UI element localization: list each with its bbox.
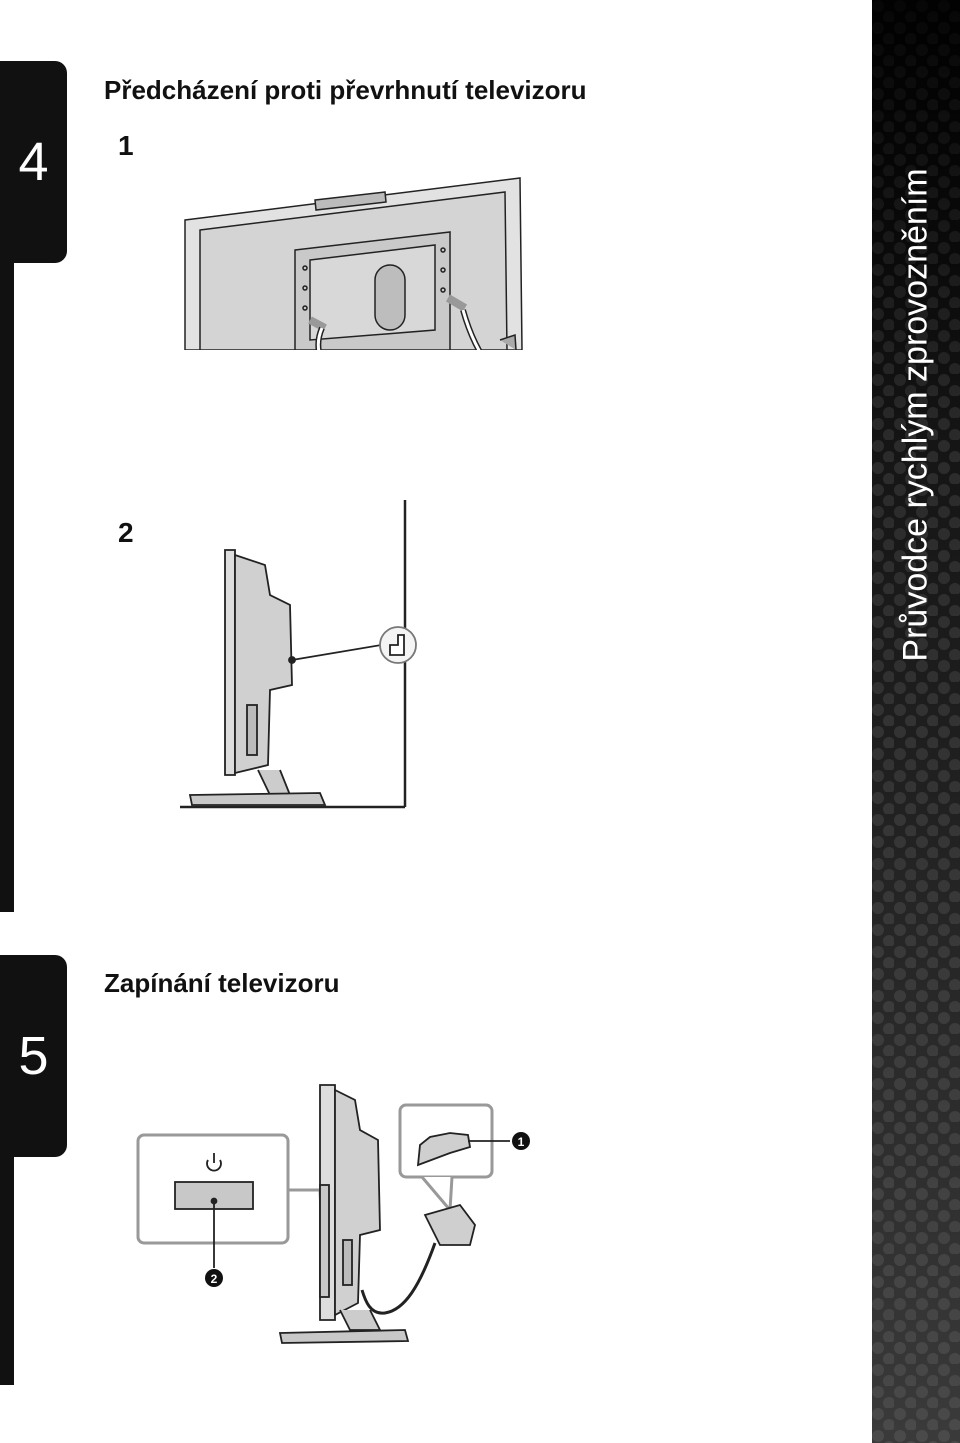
section-5-title: Zapínání televizoru [104,968,340,998]
section-5-number: 5 [18,1026,49,1086]
section-4-tab: 4 [0,61,67,263]
marker-2: 2 [211,1272,218,1286]
power-icon [206,1153,222,1172]
marker-1: 1 [518,1135,525,1149]
step-2-number: 2 [118,517,134,548]
side-band [872,0,960,1443]
step-1-number: 1 [118,130,134,161]
power-on-illustration: 2 1 [136,1084,530,1344]
section-4-number: 4 [18,132,49,192]
section-5-tab: 5 [0,955,67,1157]
section-5-tab-line [0,1149,14,1385]
tv-wall-strap-illustration [180,500,417,809]
tv-rear-illustration [180,177,530,410]
section-4-tab-line [0,255,14,912]
section-4-title: Předcházení proti převrhnutí televizoru [104,75,587,105]
sidebar-title: Průvodce rychlým zprovozněním [896,168,935,662]
